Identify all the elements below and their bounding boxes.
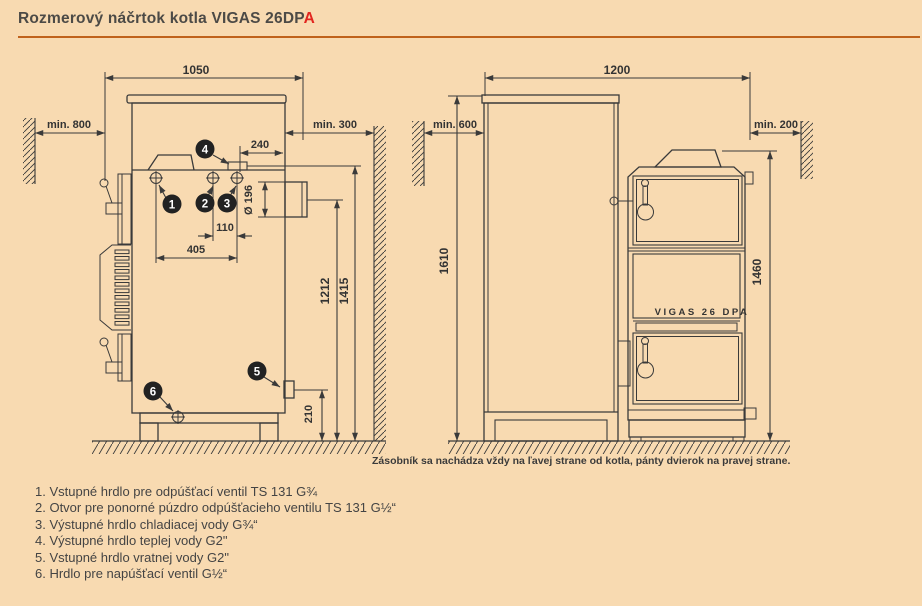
boiler-dimension-drawing: 1050 min. 800 min. 300 240 Ø 196 110 405… [23,63,813,454]
legend-item-1: 1. Vstupné hrdlo pre odpúšťací ventil TS… [35,484,318,499]
legend-item-5: 5. Vstupné hrdlo vratnej vody G2" [35,549,229,565]
dim-1050-label: 1050 [183,63,210,77]
dim-1610-label: 1610 [437,247,451,274]
side-view-boiler-body [117,94,308,442]
side-view-vent-grille [99,244,131,331]
dim-min800-label: min. 800 [47,119,91,131]
legend-item-2: 2. Otvor pre ponorné púzdro odpúšťacieho… [35,500,396,516]
callout-3-marker [217,193,237,213]
dim-1415-label: 1415 [337,277,351,304]
front-view: 1200 min. 600 min. 200 1610 1460 VIGAS 2… [412,63,813,454]
callout-2-number: 2 [202,199,208,211]
callout-3-number: 3 [224,199,230,211]
front-view-storage-tank [481,94,620,442]
legend-item-4: 4. Výstupné hrdlo teplej vody G2" [35,533,228,549]
dim-1200-label: 1200 [604,63,631,77]
callout-5-number: 5 [254,367,261,379]
front-view-dimensions [424,72,801,441]
side-view-walls [23,118,386,454]
dim-min300-label: min. 300 [313,119,357,131]
callout-1-number: 1 [169,200,176,212]
legend-item-6: 6. Hrdlo pre napúšťací ventil G½“ [35,566,228,582]
page-title-text: Rozmerový náčrtok kotla VIGAS 26DP [18,10,304,27]
dim-405-label: 405 [187,244,205,256]
callout-4-marker [195,139,215,159]
page-title-accent: A [303,10,316,27]
front-view-door-handles [609,179,654,379]
callout-6-number: 6 [150,387,156,399]
callout-5-marker [247,361,267,381]
front-view-boiler [617,149,757,442]
dim-min200-label: min. 200 [754,119,798,131]
connection-legend: 1. Vstupné hrdlo pre odpúšťací ventil TS… [35,484,396,582]
dim-min600-label: min. 600 [433,119,477,131]
dim-1212-label: 1212 [318,277,332,304]
side-view-connection-holes [149,171,244,424]
placement-note: Zásobník sa nachádza vždy na ľavej stran… [372,455,791,467]
side-view-dimensions [35,72,374,441]
dim-240-label: 240 [251,139,269,151]
callout-1-marker [162,194,182,214]
side-view: 1050 min. 800 min. 300 240 Ø 196 110 405… [23,63,386,454]
side-view-door-levers [99,178,123,374]
callout-6-marker [143,381,163,401]
dim-110-label: 110 [216,222,234,234]
dim-1460-label: 1460 [750,258,764,285]
dim-210-label: 210 [303,405,315,423]
boiler-nameplate: VIGAS 26 DPA [655,307,750,318]
callout-2-marker [195,193,215,213]
dim-flue-diameter-label: Ø 196 [243,185,255,215]
callout-4-number: 4 [202,145,209,157]
page-title: Rozmerový náčrtok kotla VIGAS 26DPA [18,10,315,28]
side-view-callouts: 1 2 3 4 5 6 [143,139,281,412]
legend-item-3: 3. Výstupné hrdlo chladiacej vody G¾“ [35,516,258,532]
title-underline [18,36,920,38]
front-view-walls [412,121,813,454]
